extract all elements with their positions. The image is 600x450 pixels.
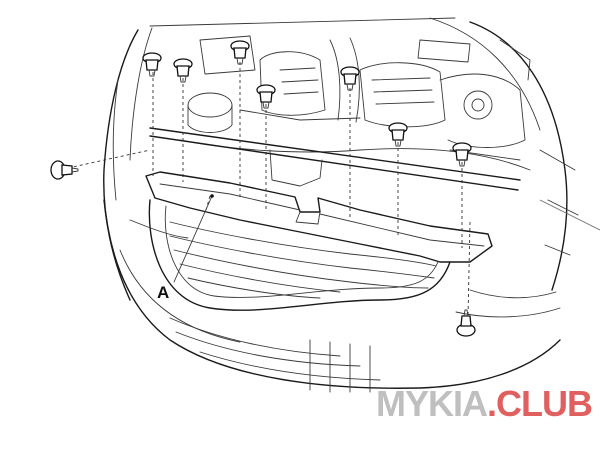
clip-fastener-icon (340, 66, 360, 91)
watermark-separator: . (487, 383, 497, 424)
clip-fastener-icon (452, 142, 472, 167)
front-grille (148, 199, 451, 311)
engine-bay (179, 35, 531, 171)
callout-leader (173, 194, 214, 283)
clip-fastener-icon (388, 122, 408, 147)
watermark-main-text: MYKIA (376, 383, 488, 424)
radiator-support-bar (149, 127, 521, 191)
clip-fastener-icon (173, 58, 193, 83)
clip-fastener-icon (256, 84, 276, 109)
clip-fastener-icon (142, 52, 162, 77)
watermark-suffix-text: CLUB (496, 383, 593, 424)
hood-outline (103, 17, 579, 301)
site-watermark: MYKIA.CLUB (376, 383, 593, 424)
install-guide-lines (67, 62, 471, 319)
side-bolt-icon (50, 160, 79, 180)
clip-fastener-icon (230, 40, 250, 65)
part-a-label: A (157, 283, 170, 302)
radiator-cover-part (145, 171, 493, 263)
front-bumper (103, 199, 600, 393)
lower-bolt-icon (456, 309, 476, 337)
